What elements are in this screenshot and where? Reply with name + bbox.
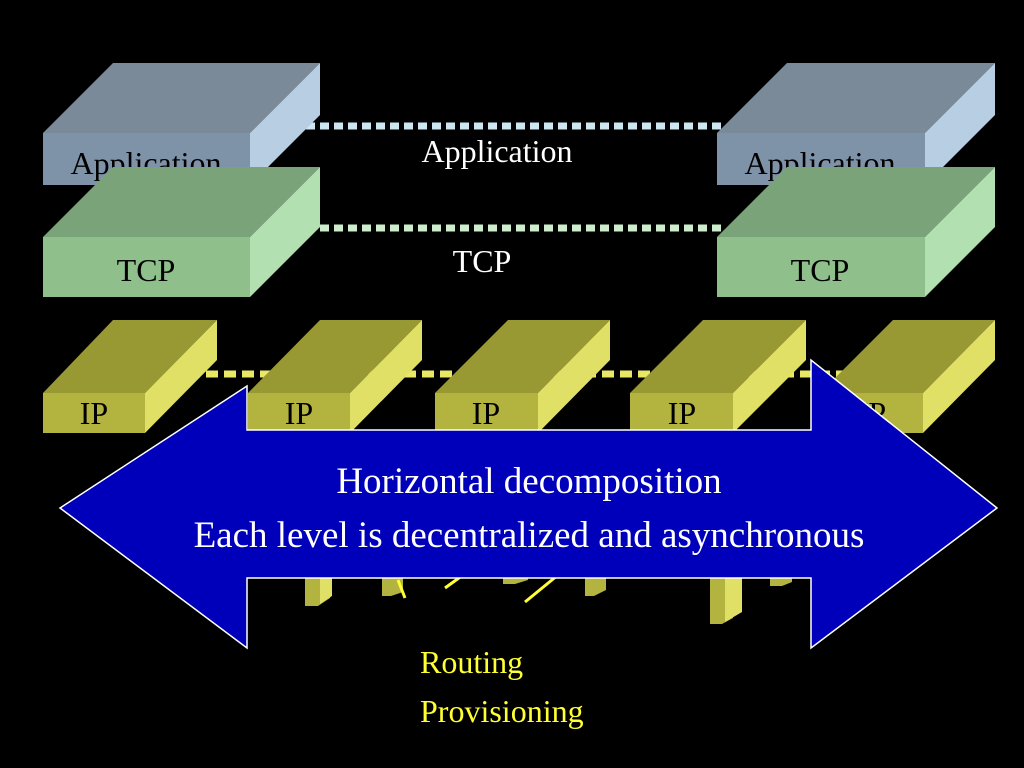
left-tcp-label: TCP [117,252,176,288]
left-application-block: Application [43,63,320,185]
ip-node-1: IP [43,320,217,433]
left-tcp-block: TCP [43,167,320,297]
ip-node-4: IP [630,320,806,433]
ip-node-3: IP [435,320,610,433]
ip-node-label: IP [668,395,696,431]
ip-node-label: IP [80,395,108,431]
right-tcp-block: TCP [717,167,995,297]
right-tcp-label: TCP [791,252,850,288]
ip-node-label: IP [285,395,313,431]
horizontal-double-arrow [58,358,999,650]
middle-application-label: Application [421,133,572,169]
ip-node-label: IP [472,395,500,431]
middle-tcp-label: TCP [453,243,512,279]
right-application-block: Application [717,63,995,185]
arrow-subtitle: Each level is decentralized and asynchro… [194,515,865,556]
provisioning-label: Provisioning [420,693,584,729]
ip-node-2: IP [248,320,422,433]
routing-label: Routing [420,644,523,680]
arrow-title: Horizontal decomposition [336,461,721,502]
